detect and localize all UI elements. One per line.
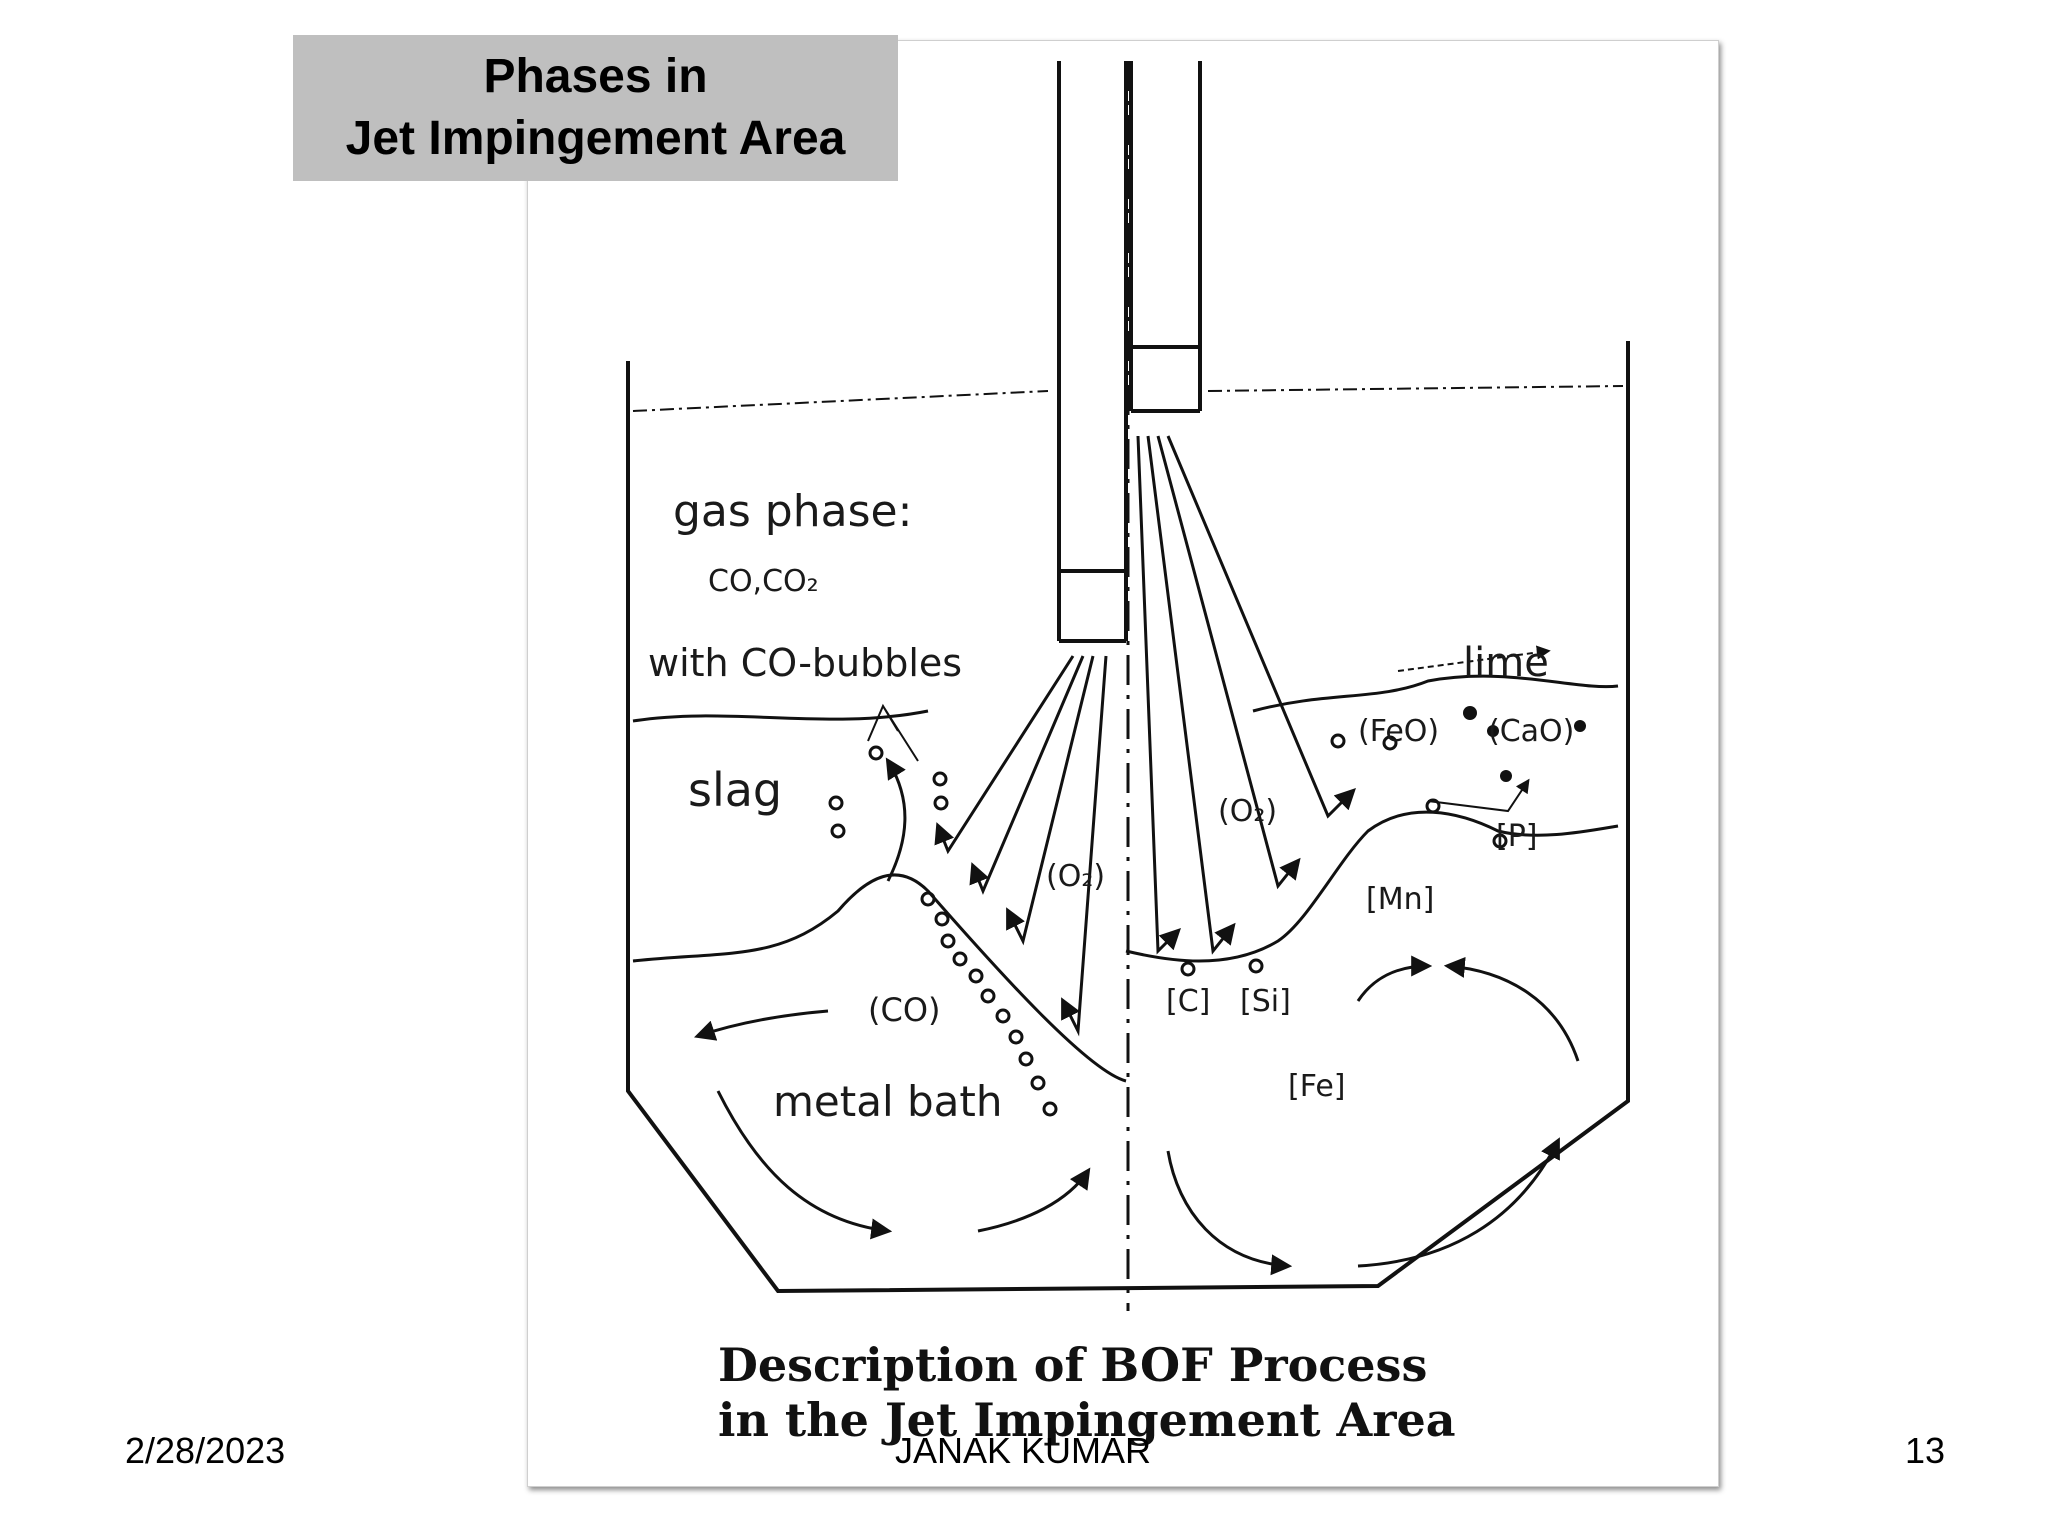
figure-caption-line-2: in the Jet Impingement Area [718,1393,1456,1447]
figure-caption-line-1: Description of BOF Process [718,1338,1427,1392]
label-o2-right: (O₂) [1218,794,1277,829]
bubble-pointer [867,703,919,762]
oxygen-lance [1057,61,1202,643]
bof-diagram: gas phase: CO,CO₂ with CO-bubbles slag l… [626,61,1630,1447]
cavity-right [1125,810,1619,963]
label-co: (CO) [868,991,941,1029]
footer-author: JANAK KUMAR [895,1430,1152,1471]
vessel-outline [626,341,1630,1294]
co-bubbles [828,733,1508,1117]
footer-date: 2/28/2023 [125,1430,286,1471]
lime-particles [1463,706,1586,782]
label-gas-species: CO,CO₂ [708,564,819,599]
oxygen-jets-right [1136,435,1356,955]
label-lime: lime [1463,640,1549,686]
label-o2-left: (O₂) [1046,859,1105,894]
label-co-bubbles: with CO-bubbles [648,641,962,685]
circulation-arrows [694,955,1580,1276]
p-reaction-arrow [1427,778,1530,813]
label-p: [P] [1496,819,1538,854]
label-feo: (FeO) [1358,714,1439,749]
label-mn: [Mn] [1366,882,1434,917]
gas-phase-level [632,385,1624,412]
label-fe: [Fe] [1288,1069,1345,1104]
slag-metal-interface [632,873,1127,1083]
label-cao: (CaO) [1488,714,1574,749]
label-gas-phase: gas phase: [673,486,912,537]
oxygen-jets-left [934,655,1108,1037]
label-slag: slag [688,763,782,817]
footer-page-number: 13 [1905,1430,1946,1471]
slide-title-line-2: Jet Impingement Area [345,112,846,165]
label-si: [Si] [1240,984,1291,1019]
slag-circulation-arrow [885,757,907,882]
slide-title: Phases in Jet Impingement Area [293,35,898,181]
bof-process-figure: gas phase: CO,CO₂ with CO-bubbles slag l… [527,40,1719,1487]
label-c: [C] [1166,984,1210,1019]
label-metal-bath: metal bath [773,1077,1002,1126]
slide-title-line-1: Phases in [483,50,708,103]
lime-arrow [1397,645,1551,672]
